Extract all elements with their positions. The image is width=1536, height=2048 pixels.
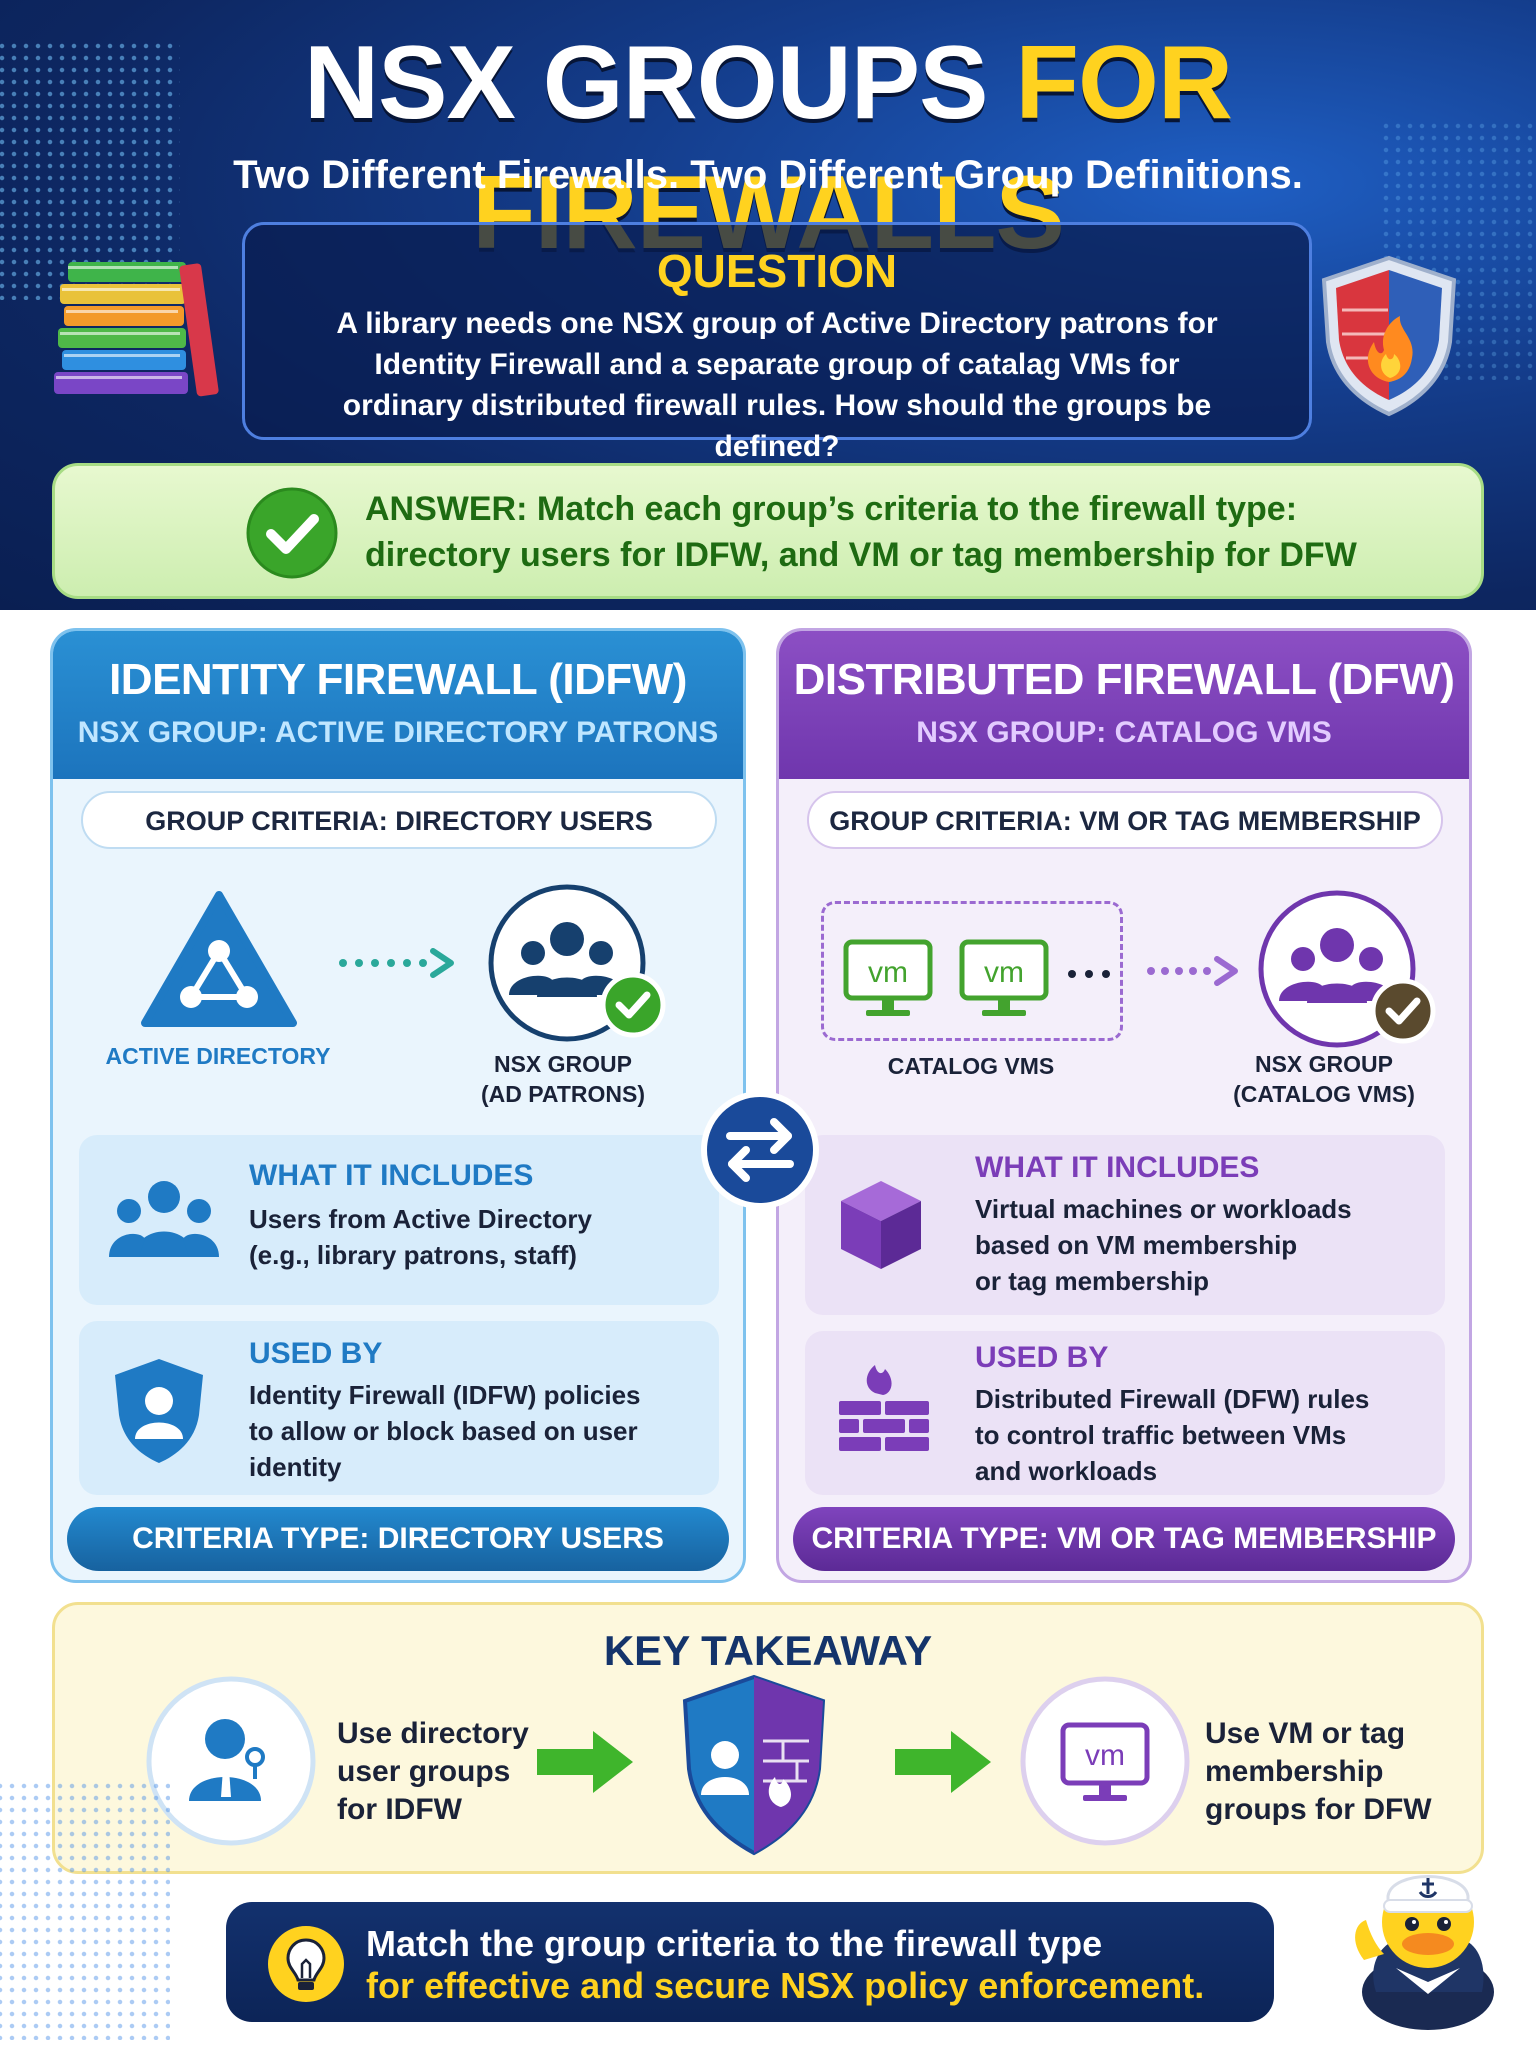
- dfw-used-by-title: USED BY: [975, 1341, 1109, 1374]
- question-box: QUESTION A library needs one NSX group o…: [242, 222, 1312, 463]
- dfw-criteria-pill: GROUP CRITERIA: VM OR TAG MEMBERSHIP: [807, 791, 1443, 849]
- dfw-subtitle: NSX GROUP: CATALOG VMS: [916, 716, 1332, 749]
- info-line: or tag membership: [975, 1266, 1210, 1296]
- info-line: Virtual machines or workloads: [975, 1194, 1352, 1224]
- catalog-vms-label: CATALOG VMS: [887, 1053, 1055, 1079]
- idfw-title: IDENTITY FIREWALL (IDFW): [109, 655, 687, 704]
- users-group-icon: [109, 1181, 219, 1257]
- vm-monitor-icon: vm: [843, 939, 933, 1016]
- nsx-group-users-icon: [1258, 890, 1436, 1048]
- takeaway-left-text: Use directory user groups for IDFW: [337, 1715, 529, 1829]
- idfw-panel: IDENTITY FIREWALL (IDFW) NSX GROUP: ACTI…: [50, 628, 746, 1583]
- vm-text: vm: [984, 956, 1024, 989]
- idfw-used-by-card: USED BY Identity Firewall (IDFW) policie…: [79, 1321, 719, 1495]
- question-text: A library needs one NSX group of Active …: [285, 303, 1269, 467]
- answer-text: ANSWER: Match each group’s criteria to t…: [365, 486, 1465, 578]
- nsx-group-label-line: (CATALOG VMS): [1233, 1081, 1415, 1107]
- vm-text: vm: [1085, 1739, 1125, 1772]
- decorative-dots: [0, 40, 180, 300]
- key-takeaway-box: KEY TAKEAWAY Use directory user groups f…: [52, 1602, 1484, 1874]
- takeaway-line: for IDFW: [337, 1793, 462, 1826]
- dotted-arrow-icon: [339, 948, 454, 978]
- key-takeaway-title: KEY TAKEAWAY: [603, 1627, 933, 1674]
- brick-wall-fire-icon: [839, 1365, 929, 1451]
- footer-banner: Match the group criteria to the firewall…: [226, 1902, 1274, 2022]
- idfw-used-by-text: Identity Firewall (IDFW) policies to all…: [249, 1377, 699, 1485]
- takeaway-line: Use directory: [337, 1717, 529, 1750]
- question-label: QUESTION: [656, 245, 898, 297]
- idfw-criteria-pill: GROUP CRITERIA: DIRECTORY USERS: [81, 791, 717, 849]
- takeaway-line: Use VM or tag: [1205, 1717, 1406, 1750]
- info-line: based on VM membership: [975, 1230, 1298, 1260]
- idfw-panel-header: IDENTITY FIREWALL (IDFW) NSX GROUP: ACTI…: [53, 631, 743, 779]
- idfw-subtitle: NSX GROUP: ACTIVE DIRECTORY PATRONS: [77, 716, 719, 749]
- vm-text: vm: [868, 956, 908, 989]
- info-line: (e.g., library patrons, staff): [249, 1240, 577, 1270]
- nsx-group-label: NSX GROUP (CATALOG VMS): [1199, 1049, 1449, 1109]
- info-line: Identity Firewall (IDFW) policies: [249, 1380, 641, 1410]
- dfw-criteria-type-bar: CRITERIA TYPE: VM OR TAG MEMBERSHIP: [793, 1507, 1455, 1571]
- dfw-includes-card: WHAT IT INCLUDES Virtual machines or wor…: [805, 1135, 1445, 1315]
- green-arrow-icon: [537, 1731, 633, 1793]
- vm-monitor-icon: vm: [959, 939, 1049, 1016]
- takeaway-line: membership: [1205, 1755, 1384, 1788]
- answer-line: directory users for IDFW, and VM or tag …: [365, 536, 1357, 574]
- active-directory-label: ACTIVE DIRECTORY: [105, 1043, 331, 1069]
- shield-fire-icon: [1321, 255, 1457, 417]
- books-stack-icon: [54, 262, 219, 397]
- question-line: Identity Firewall and a separate group o…: [374, 348, 1180, 381]
- takeaway-line: user groups: [337, 1755, 511, 1788]
- lightbulb-icon: [268, 1926, 344, 2002]
- takeaway-line: groups for DFW: [1205, 1793, 1432, 1826]
- info-line: identity: [249, 1452, 342, 1482]
- combined-shield-icon: [682, 1674, 826, 1856]
- sailor-duck-mascot: [1355, 1875, 1494, 2030]
- dfw-panel: DISTRIBUTED FIREWALL (DFW) NSX GROUP: CA…: [776, 628, 1472, 1583]
- decorative-dots: [0, 1780, 170, 2040]
- dfw-panel-header: DISTRIBUTED FIREWALL (DFW) NSX GROUP: CA…: [779, 631, 1469, 779]
- catalog-vms-box: vm vm: [821, 901, 1123, 1041]
- dfw-includes-title: WHAT IT INCLUDES: [975, 1151, 1260, 1184]
- nsx-group-label-line: (AD PATRONS): [481, 1081, 645, 1107]
- idfw-used-by-title: USED BY: [249, 1337, 383, 1370]
- idfw-includes-card: WHAT IT INCLUDES Users from Active Direc…: [79, 1135, 719, 1305]
- idfw-criteria-type-bar: CRITERIA TYPE: DIRECTORY USERS: [67, 1507, 729, 1571]
- swap-arrows-icon: [701, 1091, 819, 1209]
- page-subtitle: Two Different Firewalls. Two Different G…: [233, 153, 1303, 197]
- dfw-used-by-card: USED BY Distributed Firewall (DFW) rules…: [805, 1331, 1445, 1495]
- active-directory-triangle-icon: [141, 891, 297, 1027]
- cube-icon: [841, 1181, 921, 1269]
- dfw-title: DISTRIBUTED FIREWALL (DFW): [793, 655, 1455, 704]
- nsx-group-users-icon: [488, 884, 666, 1042]
- nsx-group-label-line: NSX GROUP: [1254, 1051, 1394, 1077]
- footer-line-highlight: for effective and secure NSX policy enfo…: [366, 1965, 1205, 2006]
- vm-membership-icon: vm: [1020, 1676, 1190, 1846]
- dfw-used-by-text: Distributed Firewall (DFW) rules to cont…: [975, 1381, 1425, 1489]
- user-shield-icon: [115, 1359, 203, 1463]
- directory-user-icon: [146, 1676, 316, 1846]
- takeaway-right-text: Use VM or tag membership groups for DFW: [1205, 1715, 1432, 1829]
- question-line: A library needs one NSX group of Active …: [336, 307, 1218, 340]
- check-circle-icon: [246, 487, 338, 579]
- answer-box: ANSWER: Match each group’s criteria to t…: [52, 463, 1484, 599]
- info-line: Users from Active Directory: [249, 1204, 592, 1234]
- footer-line: Match the group criteria to the firewall…: [366, 1923, 1103, 1964]
- info-line: and workloads: [975, 1456, 1158, 1486]
- header-banner: NSX GROUPS FOR FIREWALLS Two Different F…: [0, 0, 1536, 610]
- green-arrow-icon: [895, 1731, 991, 1793]
- dfw-includes-text: Virtual machines or workloads based on V…: [975, 1191, 1425, 1299]
- info-line: to control traffic between VMs: [975, 1420, 1347, 1450]
- idfw-includes-text: Users from Active Directory (e.g., libra…: [249, 1201, 699, 1273]
- question-line: ordinary distributed firewall rules. How…: [342, 389, 1212, 463]
- answer-line: ANSWER: Match each group’s criteria to t…: [365, 490, 1298, 528]
- info-line: to allow or block based on user: [249, 1416, 638, 1446]
- dotted-arrow-icon: [1147, 956, 1238, 986]
- ellipsis-icon: [1068, 970, 1110, 978]
- title-part-white: NSX GROUPS: [304, 25, 988, 141]
- info-line: Distributed Firewall (DFW) rules: [975, 1384, 1370, 1414]
- nsx-group-label-line: NSX GROUP: [493, 1051, 633, 1077]
- idfw-includes-title: WHAT IT INCLUDES: [249, 1159, 534, 1192]
- nsx-group-label: NSX GROUP (AD PATRONS): [443, 1049, 683, 1109]
